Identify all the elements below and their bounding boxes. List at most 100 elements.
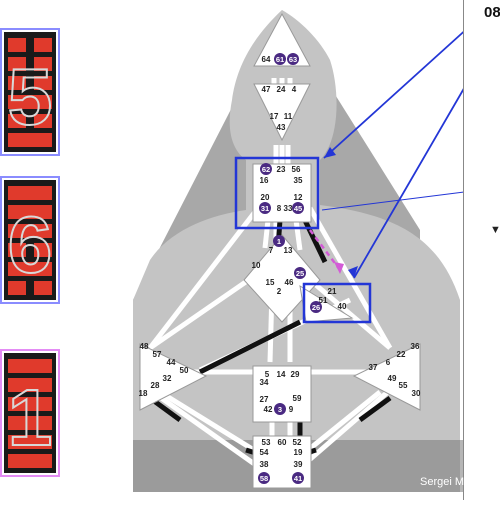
gate-label-13: 13 [284, 246, 293, 255]
hexagram-line-broken [34, 281, 52, 295]
gate-label-40: 40 [338, 302, 347, 311]
hexagram-line-solid [8, 416, 52, 430]
channel [158, 389, 264, 458]
gate-label-4: 4 [292, 85, 297, 94]
gate-label-17: 17 [270, 112, 279, 121]
pointer-line [321, 189, 481, 211]
hexagram-line-broken [8, 38, 26, 52]
ajna-center [253, 83, 311, 142]
gate-label-54: 54 [260, 448, 269, 457]
hexagram-line-broken [34, 114, 52, 128]
gate-label-32: 32 [163, 374, 172, 383]
channel [148, 387, 262, 471]
gate-label-46: 46 [285, 278, 294, 287]
gate-label-44: 44 [167, 358, 176, 367]
gate-label-11: 11 [284, 112, 293, 121]
gate-label-28: 28 [151, 381, 160, 390]
g-center [243, 234, 321, 323]
gate-label-30: 30 [412, 389, 421, 398]
channel [293, 219, 303, 251]
gate-label-35: 35 [294, 176, 303, 185]
hexagram-card-1: 1 [0, 349, 62, 479]
hexagram-graphic: 5 [0, 28, 60, 156]
hexagram-graphic: 1 [0, 349, 60, 477]
hexagram-frame [0, 349, 60, 477]
gate-label-10: 10 [252, 261, 261, 270]
gate-label-9: 9 [289, 405, 294, 414]
gate-label-60: 60 [278, 438, 287, 447]
hexagram-graphic: 6 [0, 176, 60, 304]
gate-label-52: 52 [293, 438, 302, 447]
active-channel [358, 395, 392, 423]
gate-marker [292, 202, 304, 214]
gate-label-39: 39 [294, 460, 303, 469]
gate-label-57: 57 [153, 350, 162, 359]
gate-label-50: 50 [180, 366, 189, 375]
author-credit: Sergei Mavlat [420, 476, 488, 488]
hexagram-line-solid [8, 454, 52, 468]
gate-label-42: 42 [264, 405, 273, 414]
hexagram-line-broken [8, 114, 26, 128]
dropdown-arrow-icon[interactable]: ▼ [490, 224, 500, 236]
gate-label-61: 61 [276, 55, 284, 64]
gate-label-43: 43 [277, 123, 286, 132]
gate-marker [274, 403, 286, 415]
gate-label-16: 16 [260, 176, 269, 185]
gate-label-51: 51 [319, 296, 328, 305]
info-panel: 08 ▼ [463, 0, 500, 500]
hexagram-line-broken [8, 57, 26, 71]
hexagram-line-broken [34, 76, 52, 90]
gate-label-62: 62 [262, 165, 270, 174]
spleen-center [139, 343, 208, 411]
gate-label-56: 56 [292, 165, 301, 174]
heart-highlight-box [302, 282, 372, 324]
gate-label-3: 3 [278, 405, 282, 414]
gate-label-48: 48 [140, 342, 149, 351]
gate-label-6: 6 [386, 358, 391, 367]
hexagram-card-6: 6 [0, 176, 62, 306]
gate-label-12: 12 [294, 193, 303, 202]
gate-label-15: 15 [266, 278, 275, 287]
gate-label-45: 45 [294, 204, 302, 213]
channel [262, 219, 271, 249]
solar-plexus-center [352, 343, 421, 411]
panel-title: 08 [484, 4, 500, 21]
head-center [253, 12, 311, 67]
throat-highlight-box [234, 156, 320, 230]
gate-label-1: 1 [277, 237, 281, 246]
gate-marker [258, 472, 270, 484]
gate-label-59: 59 [293, 394, 302, 403]
gate-label-29: 29 [291, 370, 300, 379]
gate-label-5: 5 [265, 370, 270, 379]
pointer-arrowhead-icon [324, 147, 336, 158]
hexagram-line-solid [8, 262, 52, 276]
gate-label-24: 24 [277, 85, 286, 94]
gate-label-26: 26 [312, 303, 320, 312]
gate-marker [273, 235, 285, 247]
hexagram-line-broken [34, 57, 52, 71]
gate-marker [274, 53, 286, 65]
hexagram-number: 1 [8, 373, 53, 462]
gate-label-19: 19 [294, 448, 303, 457]
hexagram-line-solid [8, 205, 52, 219]
hexagram-line-solid [8, 359, 52, 373]
gate-label-64: 64 [262, 55, 271, 64]
gate-label-36: 36 [411, 342, 420, 351]
gate-label-23: 23 [277, 165, 286, 174]
gate-label-20: 20 [261, 193, 270, 202]
gate-label-33: 33 [284, 204, 293, 213]
gate-label-58: 58 [260, 474, 268, 483]
channel [298, 388, 392, 470]
hexagram-frame [0, 176, 60, 304]
pointer-line [353, 77, 471, 279]
hexagram-line-solid [8, 224, 52, 238]
gate-label-7: 7 [269, 246, 274, 255]
channel [300, 390, 382, 457]
gate-label-38: 38 [260, 460, 269, 469]
gate-label-49: 49 [388, 374, 397, 383]
hexagram-line-solid [8, 435, 52, 449]
gate-marker [292, 472, 304, 484]
gate-label-8: 8 [277, 204, 282, 213]
